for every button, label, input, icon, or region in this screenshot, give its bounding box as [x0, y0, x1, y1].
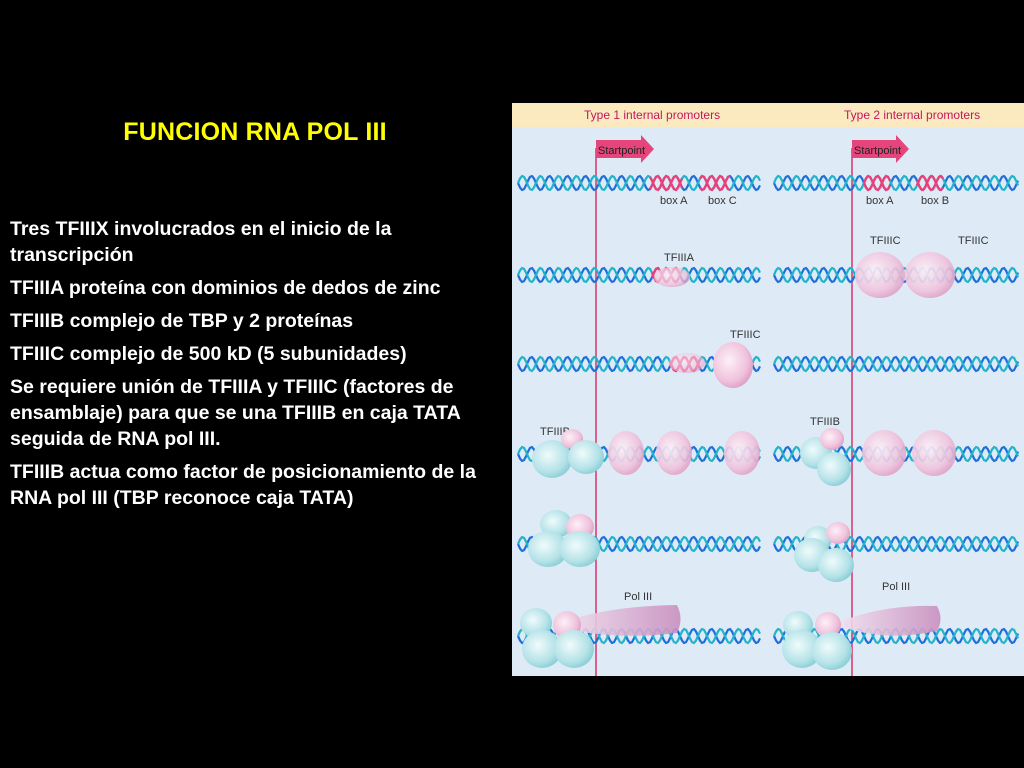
label-right-tfiiib: TFIIIB: [810, 416, 840, 428]
dna-strand: [516, 266, 761, 284]
dna-strand: [648, 174, 684, 192]
bullet-item: TFIIIB complejo de TBP y 2 proteínas: [10, 310, 354, 332]
tfiiib-protein: [820, 428, 844, 450]
dna-strand: [862, 174, 892, 192]
tfiiib-protein: [528, 531, 568, 567]
tfiiib-protein: [815, 612, 841, 638]
tfiiic-protein: [608, 431, 644, 475]
dna-strand: [915, 174, 944, 192]
label-left-box-c: box C: [708, 195, 737, 207]
dna-strand: [862, 174, 892, 192]
label-right-tfiiic-1: TFIIIC: [870, 235, 901, 247]
tfiiia-protein: [654, 267, 690, 287]
bullet-item: TFIIIB actua como factor de posicionamie…: [10, 461, 476, 509]
promoter-diagram: Type 1 internal promoters Type 2 interna…: [512, 103, 1024, 676]
tfiiib-protein: [817, 452, 851, 486]
header-type1: Type 1 internal promoters: [584, 108, 720, 122]
dna-strand: [915, 174, 944, 192]
tfiiib-protein: [818, 548, 854, 582]
tfiiic-protein: [724, 431, 760, 475]
pol3-protein: [834, 605, 941, 636]
label-right-box-a: box A: [866, 195, 894, 207]
tfiiib-protein: [782, 630, 822, 668]
tfiiib-protein: [522, 630, 562, 668]
bullet-item: Tres TFIIIX involucrados en el inicio de…: [10, 218, 392, 266]
startpoint-arrow-right: Startpoint: [852, 135, 909, 163]
label-right-box-b: box B: [921, 195, 949, 207]
tfiiic-protein: [912, 430, 956, 476]
tfiiic-protein: [713, 342, 753, 388]
bullet-list: Tres TFIIIX involucrados en el inicio de…: [10, 216, 500, 518]
label-left-tfiiia: TFIIIA: [664, 252, 695, 264]
tfiiib-protein: [532, 440, 572, 478]
startpoint-label-left: Startpoint: [598, 145, 645, 157]
tfiiib-protein: [560, 531, 600, 567]
diagram-panel: [512, 103, 1024, 676]
dna-strand: [772, 627, 1020, 645]
diagram-header-band: [512, 103, 1024, 127]
tfiiic-protein: [855, 252, 905, 298]
tfiiic-protein: [656, 431, 692, 475]
tfiiib-protein: [554, 630, 594, 668]
dna-strand: [699, 174, 731, 192]
tfiiib-protein: [568, 440, 604, 474]
dna-strand: [516, 266, 761, 284]
dna-strand: [772, 174, 1020, 192]
dna-strand: [648, 174, 684, 192]
dna-strand: [772, 174, 1020, 192]
tfiiic-protein: [905, 252, 955, 298]
header-type2: Type 2 internal promoters: [844, 108, 980, 122]
label-right-pol3: Pol III: [882, 581, 910, 593]
bullet-item: TFIIIA proteína con dominios de dedos de…: [10, 277, 441, 299]
label-left-pol3: Pol III: [624, 591, 652, 603]
slide-title: FUNCION RNA POL III: [123, 118, 387, 146]
tfiiib-protein: [826, 522, 850, 544]
bullet-item: Se requiere unión de TFIIIA y TFIIIC (fa…: [10, 376, 461, 450]
dna-strand: [772, 355, 1020, 373]
startpoint-arrow-left: Startpoint: [596, 135, 654, 163]
label-left-box-a: box A: [660, 195, 688, 207]
label-left-tfiiic: TFIIIC: [730, 329, 761, 341]
bullet-item: TFIIIC complejo de 500 kD (5 subunidades…: [10, 343, 407, 365]
tfiiia-protein: [669, 353, 705, 373]
dna-strand: [772, 355, 1020, 373]
startpoint-label-right: Startpoint: [854, 145, 901, 157]
label-right-tfiiic-2: TFIIIC: [958, 235, 989, 247]
pol3-protein: [552, 605, 681, 636]
tfiiib-protein: [812, 632, 852, 670]
tfiiic-protein: [862, 430, 906, 476]
